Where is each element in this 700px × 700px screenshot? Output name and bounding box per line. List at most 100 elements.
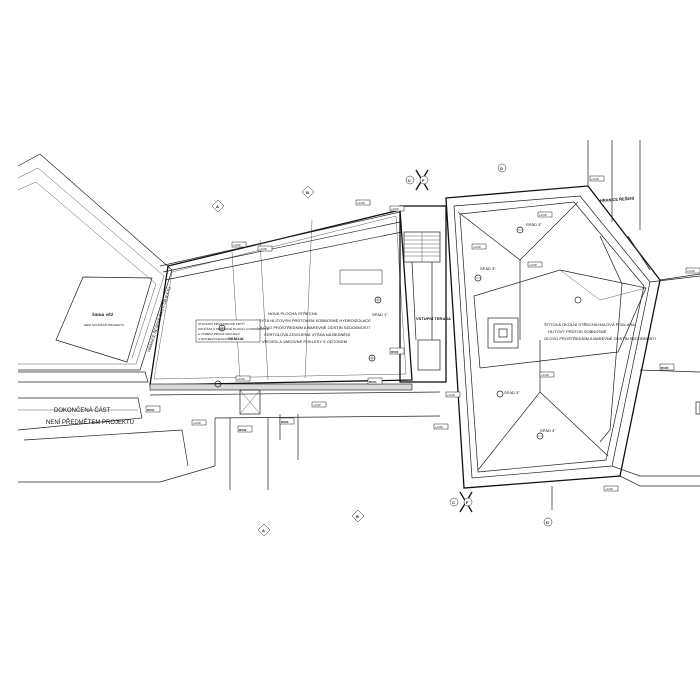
svg-text:OLOVO PROSTŘEDNÍM A BAREVNÉ OD: OLOVO PROSTŘEDNÍM A BAREVNÉ ODSTÍN SEDOB… [258, 325, 370, 330]
svg-text:F: F [422, 178, 425, 183]
new-roof-note: NOVÁ PLOCHÁ STŘECHA KRYTÁ HLITOVÝM PRŮTO… [256, 311, 371, 344]
edge-fragment [695, 401, 700, 415]
svg-text:D: D [546, 520, 549, 525]
slope-label: SPÁD 3° [504, 390, 520, 395]
svg-text:+0.00: +0.00 [473, 245, 481, 249]
drain-icon [516, 226, 524, 234]
hip-roof [445, 185, 661, 489]
svg-text:ČERTOLOVA ZDVOJENÁ VÝŠKA NA BE: ČERTOLOVA ZDVOJENÁ VÝŠKA NA BEDNĚNÍ [264, 332, 351, 337]
flat-roof-gutter [149, 383, 441, 490]
axis-marker: A [211, 199, 225, 213]
level-tag: +0.00 [589, 175, 605, 182]
section-tag: RV01 [389, 347, 405, 355]
axis-marker: D [497, 163, 507, 173]
svg-text:RV04: RV04 [369, 380, 377, 384]
slope-label: SPÁD 3° [526, 222, 542, 227]
slope-label: SPÁD 3° [480, 266, 496, 271]
svg-text:ŠTÍTOVÁ OKOLNÍ STŘECHA HALOVÁ: ŠTÍTOVÁ OKOLNÍ STŘECHA HALOVÁ PODLAHA [544, 322, 635, 327]
svg-text:A VÝMĚNA PRVKŮ VRCHOLŮ: A VÝMĚNA PRVKŮ VRCHOLŮ [198, 331, 240, 336]
slope-label: SPÁD 3° [540, 428, 556, 433]
svg-text:+0.00: +0.00 [539, 213, 547, 217]
level-tag: +0.00 [603, 485, 619, 492]
svg-text:+0.00: +0.00 [435, 425, 443, 429]
drain-icon [536, 432, 544, 440]
tower-block [17, 153, 173, 371]
svg-text:SOUČÁST A TERASOVÉ PLOCHY A NA: SOUČÁST A TERASOVÉ PLOCHY A NAVRŽENÝCH [198, 326, 269, 331]
drain-icon [374, 296, 382, 304]
svg-text:HLITOVÝ PRŮTOK SOBNOSNÉ: HLITOVÝ PRŮTOK SOBNOSNÉ [548, 329, 607, 334]
drain-icon [574, 296, 582, 304]
level-tag: +0.00 [445, 391, 461, 398]
finished-part-line2: NENÍ PŘEDMĚTEM PROJEKTU [46, 418, 134, 426]
right-wall [587, 140, 700, 487]
svg-text:RV03: RV03 [281, 420, 289, 424]
axis-marker: C F [449, 491, 473, 513]
svg-text:OLOVO PROSTŘEDNÍM A BAREVNÉ OD: OLOVO PROSTŘEDNÍM A BAREVNÉ ODSTÍN SEDOB… [544, 336, 656, 341]
level-tag: +0.00 [191, 419, 207, 426]
svg-text:F: F [466, 500, 469, 505]
svg-text:A SPOJENÍ PLECHOVÝM ŠLAPE: A SPOJENÍ PLECHOVÝM ŠLAPE [198, 336, 244, 341]
svg-text:+0.00: +0.00 [605, 487, 613, 491]
level-tag: +0.00 [685, 267, 700, 274]
stair-block [399, 205, 447, 383]
old-roof-note: ŠTÍTOVÁ OKOLNÍ STŘECHA HALOVÁ PODLAHA HL… [544, 322, 656, 341]
svg-text:+0.00: +0.00 [391, 207, 399, 211]
finished-part [17, 371, 216, 483]
svg-text:B: B [306, 190, 309, 195]
level-tag: +0.00 [389, 205, 405, 212]
svg-text:VRCHOL A VAROVNÉ POKLESY S ODT: VRCHOL A VAROVNÉ POKLESY S ODTOKEM [262, 339, 347, 344]
svg-text:C: C [408, 178, 411, 183]
existing-cover-note: STÁVAJÍCÍ PROSTOROVÉ KRYTÍ SOUČÁST A TER… [195, 319, 269, 343]
level-tag: +0.00 [527, 261, 543, 268]
svg-text:A: A [216, 204, 219, 209]
svg-text:+0.00: +0.00 [193, 421, 201, 425]
svg-text:+0.00: +0.00 [447, 393, 455, 397]
svg-text:B: B [356, 514, 359, 519]
flat-roof-outline [149, 209, 413, 386]
svg-text:RV05: RV05 [661, 366, 669, 370]
level-tag: +0.00 [355, 199, 371, 206]
svg-text:+0.00: +0.00 [237, 377, 245, 381]
section-tag: RV05 [659, 363, 675, 371]
skylight [487, 317, 519, 349]
level-tag: +0.00 [471, 243, 487, 250]
axis-marker: D [543, 486, 553, 527]
drain-icon [368, 354, 376, 362]
svg-text:+0.00: +0.00 [233, 243, 241, 247]
level-tag: +0.00 [311, 401, 327, 408]
svg-text:+0.00: +0.00 [357, 201, 365, 205]
axis-marker: B [351, 509, 365, 523]
drain-icon [496, 390, 504, 398]
svg-text:RV02: RV02 [239, 428, 247, 432]
svg-text:STÁVAJÍCÍ PROSTOROVÉ KRYTÍ: STÁVAJÍCÍ PROSTOROVÉ KRYTÍ [198, 321, 245, 326]
svg-text:RV01: RV01 [147, 408, 155, 412]
slope-label: SPÁD 1° [228, 336, 244, 341]
section-tag: RV02 [237, 425, 253, 433]
roof-spec-tag [339, 269, 383, 285]
section-tag: RV04 [367, 377, 383, 385]
tower-name: ŠIDNÁ VĚŽ [92, 312, 114, 317]
axis-marker: A [257, 523, 271, 537]
drain-icon [214, 380, 222, 388]
terrace-label: VSTUPNÍ TERASA [416, 316, 451, 321]
level-tag: +0.00 [257, 245, 273, 252]
svg-text:NOVÁ PLOCHÁ STŘECHA: NOVÁ PLOCHÁ STŘECHA [268, 311, 317, 316]
drain-icon [218, 324, 226, 332]
svg-text:KRYTÁ HLITOVÝM PRŮTOKEM SOBNOS: KRYTÁ HLITOVÝM PRŮTOKEM SOBNOSNÉ HYDROIZ… [256, 318, 371, 323]
level-tag: +0.00 [539, 371, 555, 378]
svg-text:C: C [452, 500, 455, 505]
svg-text:+0.00: +0.00 [529, 263, 537, 267]
slope-label: SPÁD 1° [372, 312, 388, 317]
svg-text:+0.00: +0.00 [541, 373, 549, 377]
axis-marker: B [301, 185, 315, 199]
roof-boundary-label: HRANICE ŘEŠENÍ [600, 196, 635, 203]
drain-icon [474, 274, 482, 282]
finished-part-line1: DOKONČENÁ ČÁST [54, 407, 111, 414]
svg-text:D: D [500, 166, 503, 171]
svg-text:A: A [262, 528, 265, 533]
axis-marker: C F [405, 169, 429, 191]
svg-text:RV01: RV01 [391, 350, 399, 354]
level-tag: +0.00 [235, 375, 251, 382]
tower-note: NENÍ SOUČÁSTÍ PROJEKTU [84, 322, 124, 327]
